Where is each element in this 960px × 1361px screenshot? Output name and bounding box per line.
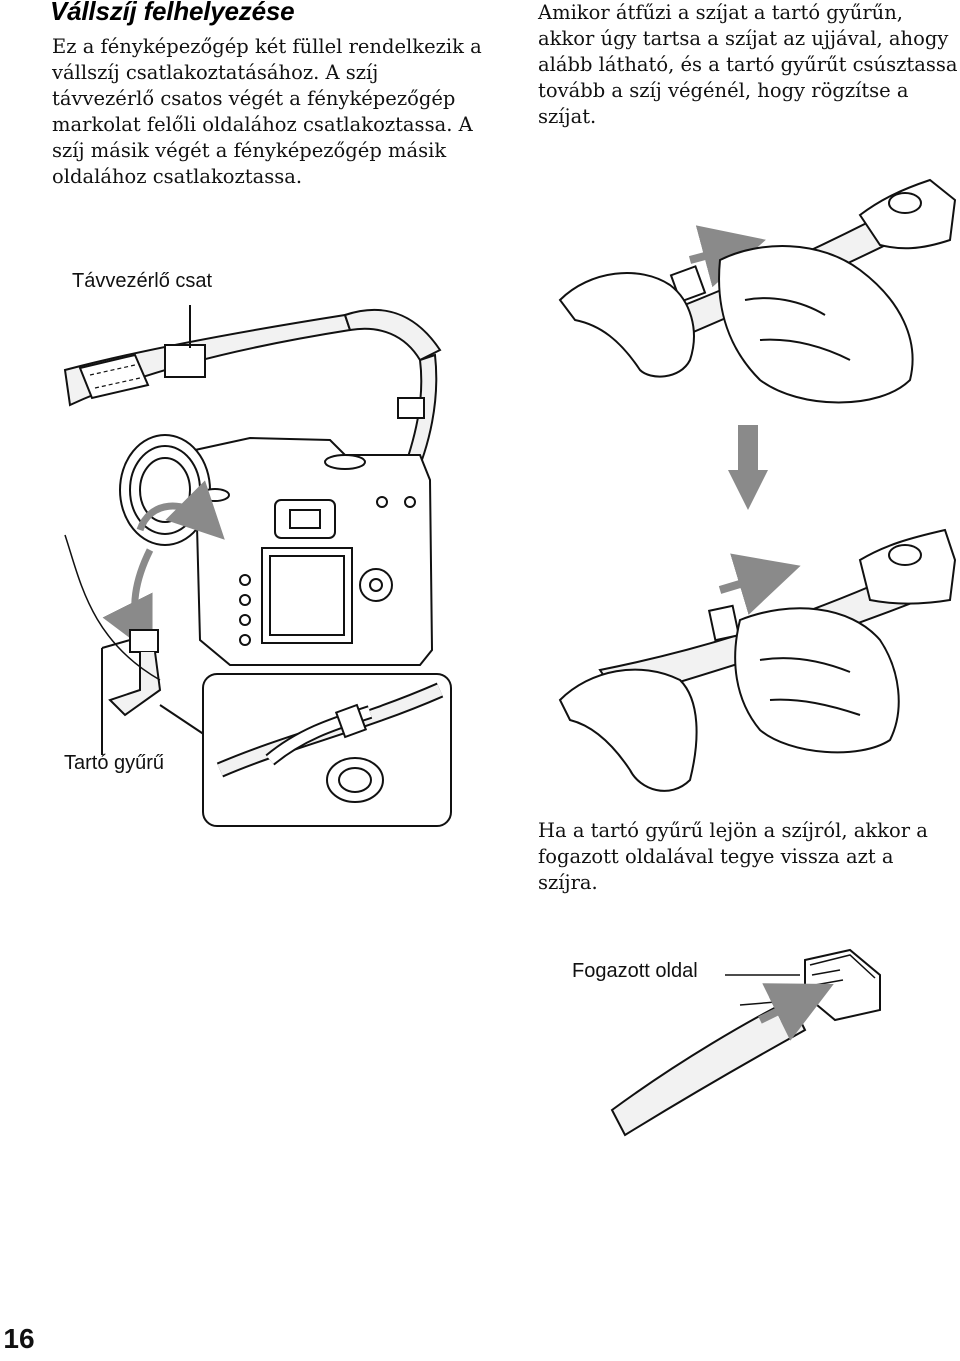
- camera-lens: [120, 435, 210, 545]
- strap-end-tip: [612, 1000, 805, 1135]
- left-hand-bottom: [560, 670, 697, 791]
- step-arrow-down: [728, 425, 768, 510]
- camera-viewfinder: [275, 500, 335, 538]
- holder-ring-small: [130, 630, 158, 652]
- toothed-side-label: Fogazott oldal: [572, 960, 698, 983]
- remote-buckle: [165, 345, 205, 377]
- holder-ring-label: Tartó gyűrű: [64, 752, 164, 775]
- page-number: 16: [0, 1316, 38, 1361]
- camera-lcd: [262, 548, 352, 643]
- remote-buckle-label: Távvezérlő csat: [72, 270, 212, 293]
- hands-thread-illustration-top: [560, 180, 955, 403]
- right-hand-bottom: [735, 608, 899, 752]
- holder-ring-inset: [203, 674, 451, 826]
- right-hand-top: [719, 246, 912, 402]
- hands-thread-illustration-bottom: [560, 530, 955, 791]
- left-hand-top: [560, 273, 694, 377]
- holder-ring-bottom: [709, 606, 739, 640]
- strap-end-pad: [80, 355, 148, 398]
